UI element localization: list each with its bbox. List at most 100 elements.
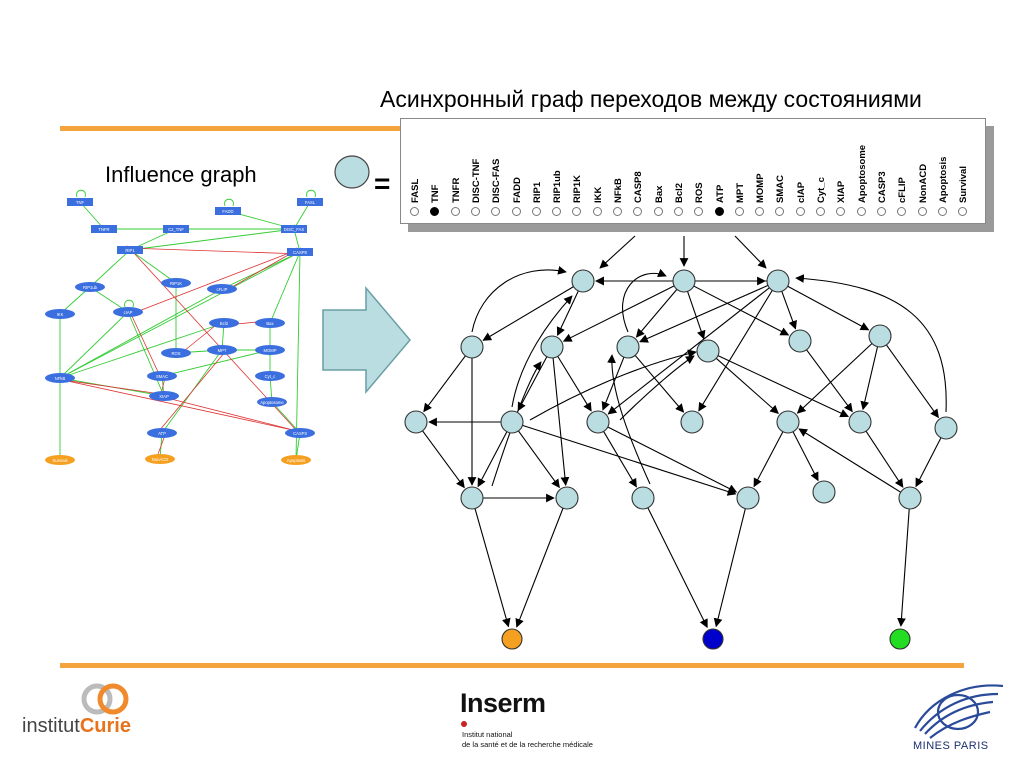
transition-arrow-icon [322, 285, 411, 395]
transition-edge [647, 507, 708, 629]
state-node [812, 480, 836, 504]
ig-activation-edge [129, 228, 295, 252]
state-label-ciap: cIAP [795, 181, 807, 203]
curie-prefix: institut [22, 715, 80, 737]
ig-node-disc_fas: DISC_FAS [281, 225, 307, 233]
ig-node-ciap: cIAP [113, 307, 143, 317]
state-label-bcl2: Bcl2 [673, 182, 685, 203]
ig-self-loop [76, 189, 86, 198]
ig-node-apoptosome: Apoptosome [257, 397, 287, 407]
state-node [571, 269, 595, 293]
ig-node-label: NonACD [152, 457, 169, 462]
ig-node-label: Survival [53, 458, 68, 463]
state-dot-bax [653, 207, 663, 216]
state-dot-disc-fas [491, 207, 501, 216]
transition-edge [792, 431, 819, 482]
transition-edge [552, 357, 570, 486]
state-node [696, 339, 720, 363]
state-label-fasl: FASL [410, 178, 421, 203]
state-label-casp3: CASP3 [876, 171, 888, 203]
transition-edge [787, 285, 870, 331]
ig-node-label: ATP [158, 431, 166, 436]
ig-node-casp8: CASP8 [287, 248, 313, 256]
ig-node-fasl: FASL [297, 198, 323, 206]
transition-edge [517, 356, 548, 412]
transition-edge [482, 286, 574, 341]
state-dot-mpt [734, 207, 744, 216]
ig-activation-edge [59, 251, 301, 379]
state-node [766, 269, 790, 293]
ig-node-label: cIAP [124, 310, 133, 315]
ig-node-smac: SMAC [147, 371, 177, 381]
ig-inhibition-edge [224, 247, 299, 292]
ig-node-label: TNF [76, 200, 85, 205]
ig-node-cflip: cFLIP [207, 284, 237, 294]
ig-node-label: RIP1K [170, 281, 182, 286]
state-node [460, 486, 484, 510]
state-node [848, 410, 872, 434]
institut-curie-logo: institutCurie [22, 715, 131, 738]
apoptosis-attractor-node [889, 628, 911, 650]
ig-node-label: FADD [222, 209, 233, 214]
state-dot-rip1 [531, 207, 541, 216]
state-label-cflip: cFLIP [897, 177, 909, 203]
transition-edge [635, 289, 678, 338]
state-label-survival: Survival [958, 166, 970, 203]
state-dot-tnfr [450, 207, 460, 216]
ig-node-survival: Survival [45, 455, 75, 465]
legend-state-node [334, 155, 370, 189]
state-dot-nfkb [613, 207, 622, 216]
state-node [898, 486, 922, 510]
ig-node-cyt_c: Cyt_c [255, 371, 285, 381]
ig-node-label: NFkB [55, 376, 66, 381]
ig-node-label: MPT [218, 348, 227, 353]
ig-node-label: ROS [171, 351, 180, 356]
inserm-subtitle-line-1: Institut national [462, 730, 513, 739]
state-label-disc-tnf: DISC-TNF [470, 158, 482, 203]
transition-edge [601, 357, 625, 411]
ig-node-label: MOMP [263, 348, 276, 353]
state-dot-nonacd [917, 207, 927, 216]
transition-edge [423, 355, 466, 413]
transition-graph-edges [422, 235, 947, 629]
curie-logo-icon [81, 683, 129, 715]
state-label-nfkb: NFkB [613, 178, 624, 203]
ig-node-label: C2_TNF [168, 227, 184, 232]
state-label-fadd: FADD [511, 177, 523, 203]
ig-node-label: SMAC [156, 374, 168, 379]
state-dot-disc-tnf [470, 207, 480, 216]
state-dot-fasl [410, 207, 419, 216]
ig-activation-edge [127, 311, 165, 397]
state-dot-bcl2 [673, 207, 683, 216]
transition-edge [717, 355, 850, 418]
state-label-rip1ub: RIP1ub [552, 170, 564, 203]
ig-activation-edge [59, 288, 223, 379]
transition-edge [713, 508, 746, 628]
state-node [555, 486, 579, 510]
curie-name: Curie [79, 715, 131, 737]
ig-node-ikk: IKK [45, 309, 75, 319]
transition-edge [796, 343, 873, 414]
transition-edge [885, 344, 939, 419]
state-label-smac: SMAC [775, 175, 787, 203]
state-dot-atp [714, 207, 724, 216]
ig-inhibition-edge [154, 434, 166, 459]
transition-edge [518, 430, 560, 489]
ig-node-rip1: RIP1 [117, 246, 143, 254]
state-dot-cyt_c [816, 207, 825, 216]
ig-node-label: RIP1 [125, 248, 135, 253]
state-dot-ciap [795, 207, 805, 216]
state-dot-fadd [511, 207, 521, 216]
ig-self-loop [224, 198, 234, 207]
state-to-node-edge [599, 235, 636, 269]
state-node [500, 410, 524, 434]
transition-edge [422, 430, 465, 489]
ig-activation-edge [293, 201, 311, 230]
nonacd-attractor-node [702, 628, 724, 650]
ig-node-c2_tnf: C2_TNF [163, 225, 189, 233]
ig-node-label: DISC_FAS [284, 227, 304, 232]
transition-edge [865, 430, 904, 488]
state-dot-rip1ub [552, 207, 562, 216]
